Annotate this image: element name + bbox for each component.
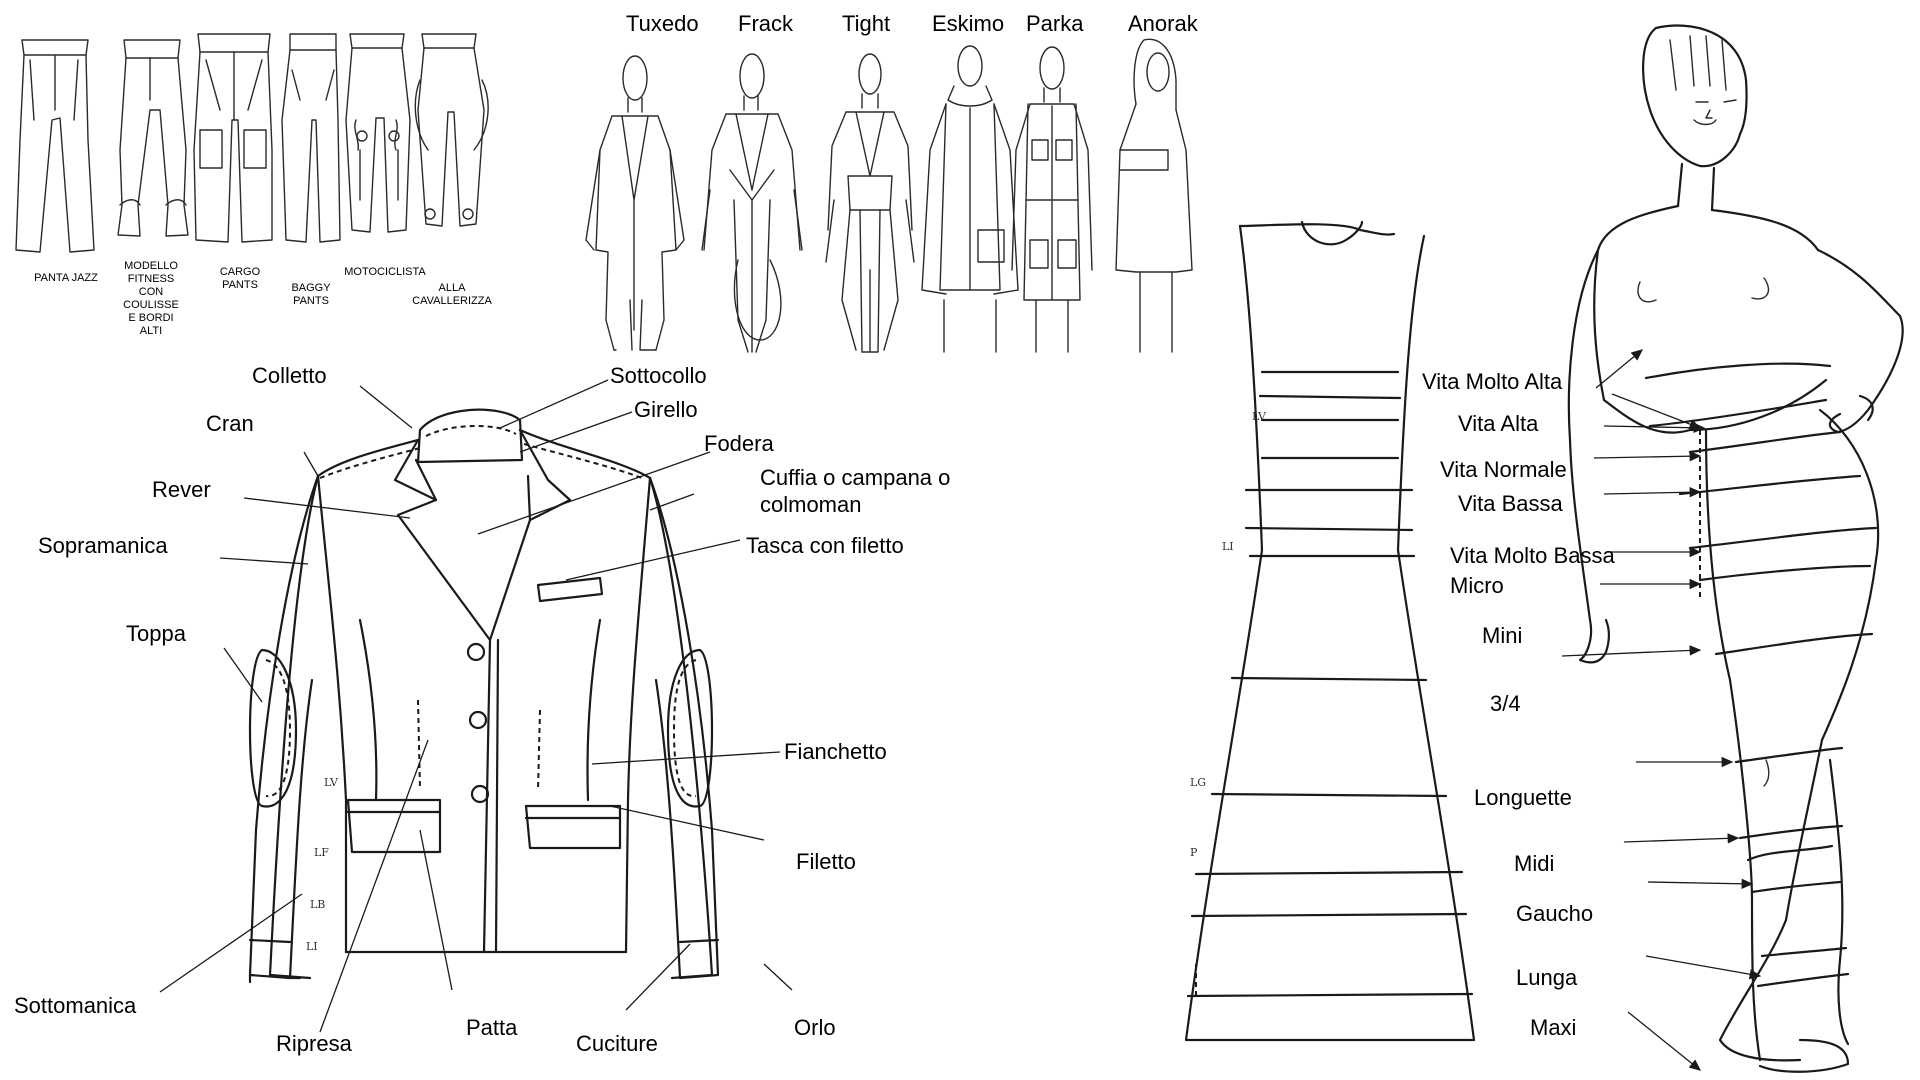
- coat-label-tuxedo: Tuxedo: [626, 11, 699, 36]
- dress-mark-p: P: [1190, 846, 1198, 859]
- length-label-vita-molto-bassa: Vita Molto Bassa: [1450, 543, 1615, 568]
- jacket-mark-lb: LB: [310, 898, 326, 911]
- coat-label-tight: Tight: [842, 11, 891, 36]
- jacket-label-cran: Cran: [206, 411, 254, 436]
- pants-sketch-fitness: [117, 39, 189, 237]
- coat-sketches: [585, 38, 1193, 353]
- jacket-label-fianchetto: Fianchetto: [784, 739, 887, 764]
- jacket-label-cuciture: Cuciture: [576, 1031, 658, 1056]
- pants-label-baggy: BAGGY PANTS: [291, 282, 331, 307]
- jacket-label-toppa: Toppa: [126, 621, 186, 646]
- jacket-label-sopramanica: Sopramanica: [38, 533, 168, 558]
- pants-label-moto: MOTOCICLISTA: [344, 266, 426, 278]
- length-label-lunga: Lunga: [1516, 965, 1578, 990]
- length-label-micro: Micro: [1450, 573, 1504, 598]
- jacket-label-rever: Rever: [152, 477, 211, 502]
- jacket-label-girello: Girello: [634, 397, 698, 422]
- coat-sketch-anorak: [1115, 38, 1193, 353]
- dress-drawing: [1184, 220, 1476, 1042]
- dress-mark-lv: LV: [1252, 410, 1266, 423]
- jacket-drawing: [248, 408, 720, 984]
- jacket-label-orlo: Orlo: [794, 1015, 836, 1040]
- pants-label-riding: ALLA CAVALLERIZZA: [412, 282, 492, 307]
- coat-label-anorak: Anorak: [1128, 11, 1198, 36]
- length-label-maxi: Maxi: [1530, 1015, 1577, 1040]
- jacket-mark-lv: LV: [324, 776, 338, 789]
- coat-sketch-tight: [825, 53, 915, 353]
- jacket-mark-li: LI: [306, 940, 318, 953]
- jacket-label-patta: Patta: [466, 1015, 518, 1040]
- length-label-longuette: Longuette: [1474, 785, 1572, 810]
- pants-sketch-jazz: [15, 39, 95, 253]
- length-label-vita-normale: Vita Normale: [1440, 457, 1567, 482]
- length-arrows: [1561, 349, 1762, 1071]
- pants-sketch-moto: [345, 33, 411, 233]
- jacket-label-colletto: Colletto: [252, 363, 327, 388]
- pants-sketch-baggy: [281, 33, 341, 243]
- jacket-label-tasca: Tasca con filetto: [746, 533, 904, 558]
- length-label-3-4: 3/4: [1490, 691, 1521, 716]
- jacket-leader-lines: [159, 379, 793, 1033]
- pants-sketch-riding: [414, 33, 489, 227]
- dress-mark-lg: LG: [1190, 776, 1207, 789]
- pants-sketch-cargo: [193, 33, 273, 243]
- length-label-vita-alta: Vita Alta: [1458, 411, 1539, 436]
- jacket-label-sottomanica: Sottomanica: [14, 993, 137, 1018]
- length-label-vita-bassa: Vita Bassa: [1458, 491, 1563, 516]
- length-label-mini: Mini: [1482, 623, 1523, 648]
- fashion-figure-drawing: [1567, 24, 1904, 1073]
- coat-label-parka: Parka: [1026, 11, 1084, 36]
- coat-sketch-eskimo: [921, 45, 1019, 353]
- coat-sketch-parka: [1011, 46, 1093, 353]
- length-label-gaucho: Gaucho: [1516, 901, 1594, 926]
- jacket-label-cuffia: Cuffia o campana o colmoman: [760, 465, 951, 517]
- pants-sketches: [15, 33, 489, 253]
- length-label-midi: Midi: [1514, 851, 1555, 876]
- coat-label-frack: Frack: [738, 11, 793, 36]
- coat-label-eskimo: Eskimo: [932, 11, 1005, 36]
- dress-mark-li: LI: [1222, 540, 1234, 553]
- pants-label-cargo: CARGO PANTS: [219, 266, 261, 291]
- pants-label-jazz: PANTA JAZZ: [34, 272, 98, 284]
- jacket-label-ripresa: Ripresa: [276, 1031, 352, 1056]
- coat-sketch-tuxedo: [585, 55, 685, 351]
- jacket-label-filetto: Filetto: [796, 849, 856, 874]
- length-label-vita-molto-alta: Vita Molto Alta: [1422, 369, 1563, 394]
- coat-sketch-frack: [701, 53, 803, 353]
- jacket-mark-lf: LF: [314, 846, 329, 859]
- jacket-label-sottocollo: Sottocollo: [610, 363, 707, 388]
- pants-label-fitness: MODELLO FITNESS CON COULISSE E BORDI ALT…: [123, 260, 179, 337]
- jacket-label-fodera: Fodera: [704, 431, 774, 456]
